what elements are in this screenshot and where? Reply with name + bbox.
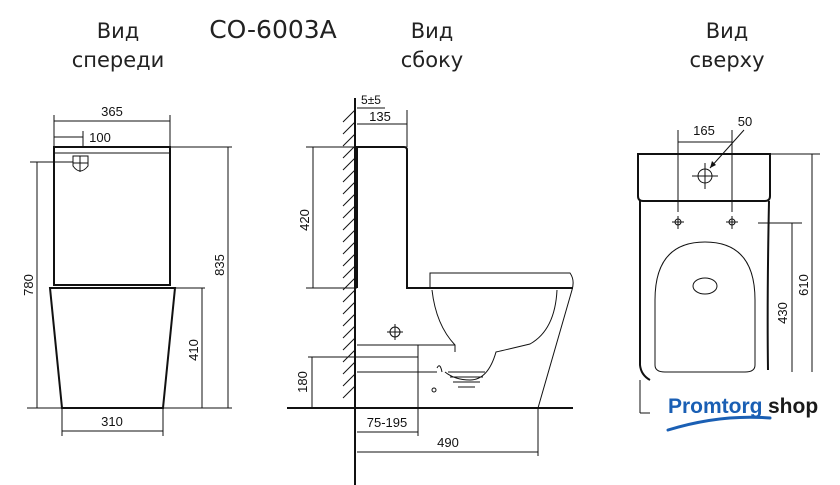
front-view-title-1: Вид — [97, 19, 140, 43]
logo-part-promtorg: Promtorg — [668, 395, 763, 418]
top-view: 165 50 610 430 — [637, 114, 820, 414]
side-view: 5±5 135 420 180 75-195 490 — [287, 93, 574, 485]
dim-610: 610 — [796, 274, 811, 296]
side-view-title-2: сбоку — [401, 48, 463, 72]
wall-hatch — [342, 109, 356, 399]
side-view-title-1: Вид — [411, 19, 454, 43]
logo-part-shop: shop — [768, 395, 818, 418]
logo-swoosh-icon — [666, 415, 772, 432]
front-view-title-2: спереди — [72, 48, 165, 72]
dim-180: 180 — [295, 371, 310, 393]
dim-430: 430 — [775, 302, 790, 324]
dim-5pm5: 5±5 — [361, 93, 381, 107]
seat-lid — [654, 241, 756, 373]
dim-165: 165 — [693, 123, 715, 138]
dim-135: 135 — [369, 109, 391, 124]
dim-100: 100 — [89, 130, 111, 145]
dim-75-195: 75-195 — [367, 415, 407, 430]
top-view-title-2: сверху — [689, 48, 764, 72]
promtorgshop-logo: Promtorg shop — [666, 395, 818, 432]
dim-365: 365 — [101, 104, 123, 119]
dim-835: 835 — [212, 254, 227, 276]
top-view-title-1: Вид — [706, 19, 749, 43]
dim-490: 490 — [437, 435, 459, 450]
flush-button-icon — [72, 155, 89, 172]
front-view: 365 100 780 835 410 310 — [21, 104, 232, 436]
dim-410: 410 — [186, 339, 201, 361]
model-title: CO-6003A — [209, 15, 337, 44]
dim-780: 780 — [21, 274, 36, 296]
dim-310: 310 — [101, 414, 123, 429]
dim-420: 420 — [297, 209, 312, 231]
dim-50: 50 — [738, 114, 752, 129]
